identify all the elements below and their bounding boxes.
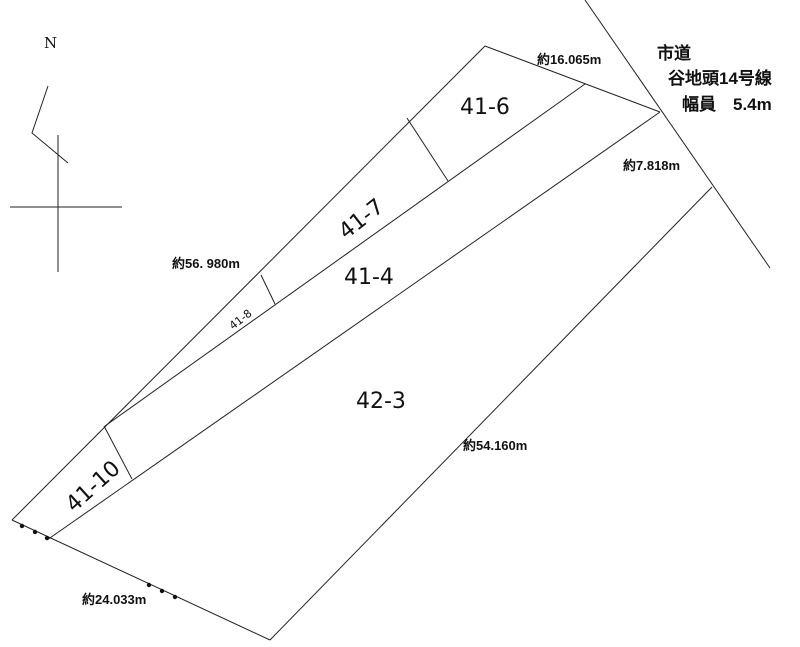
road-name: 谷地頭14号線 — [668, 68, 772, 88]
compass: N — [10, 34, 122, 272]
parcel-41-10: 41-10 — [61, 456, 125, 517]
north-arrow-icon — [31, 85, 69, 164]
measurement-labels: 約16.065m 約7.818m 約56. 980m 約54.160m 約24.… — [82, 52, 680, 607]
divider-41-8 — [260, 274, 276, 305]
boundary-markers — [19, 523, 178, 600]
top-boundary — [484, 45, 661, 113]
road-label: 市道 谷地頭14号線 幅員 5.4m — [657, 43, 772, 114]
road-width: 幅員 5.4m — [682, 94, 772, 114]
measure-right: 約54.160m — [463, 438, 527, 453]
parcel-41-8: 41-8 — [227, 307, 255, 333]
bottom-boundary — [11, 519, 271, 641]
measure-right-top: 約7.818m — [623, 158, 680, 173]
parcel-42-3: 42-3 — [356, 389, 406, 414]
right-boundary — [269, 186, 713, 641]
measure-left: 約56. 980m — [172, 256, 240, 271]
divider-41-10 — [103, 425, 133, 480]
parcel-labels: 41-6 41-7 41-4 41-8 42-3 41-10 — [61, 95, 510, 517]
parcel-41-4: 41-4 — [344, 265, 394, 290]
measure-top: 約16.065m — [537, 52, 601, 67]
road-edge-line — [584, 0, 771, 269]
parcel-41-7: 41-7 — [334, 194, 389, 244]
left-boundary — [11, 45, 486, 521]
road-type: 市道 — [657, 43, 691, 63]
boundary-lines — [11, 0, 771, 641]
north-label: N — [44, 34, 57, 52]
parcel-41-6: 41-6 — [460, 95, 510, 120]
divider-41-6 — [406, 117, 449, 182]
divider-41-7-41-4 — [104, 83, 586, 427]
measure-bottom: 約24.033m — [82, 592, 146, 607]
divider-41-4-42-3 — [46, 111, 661, 541]
